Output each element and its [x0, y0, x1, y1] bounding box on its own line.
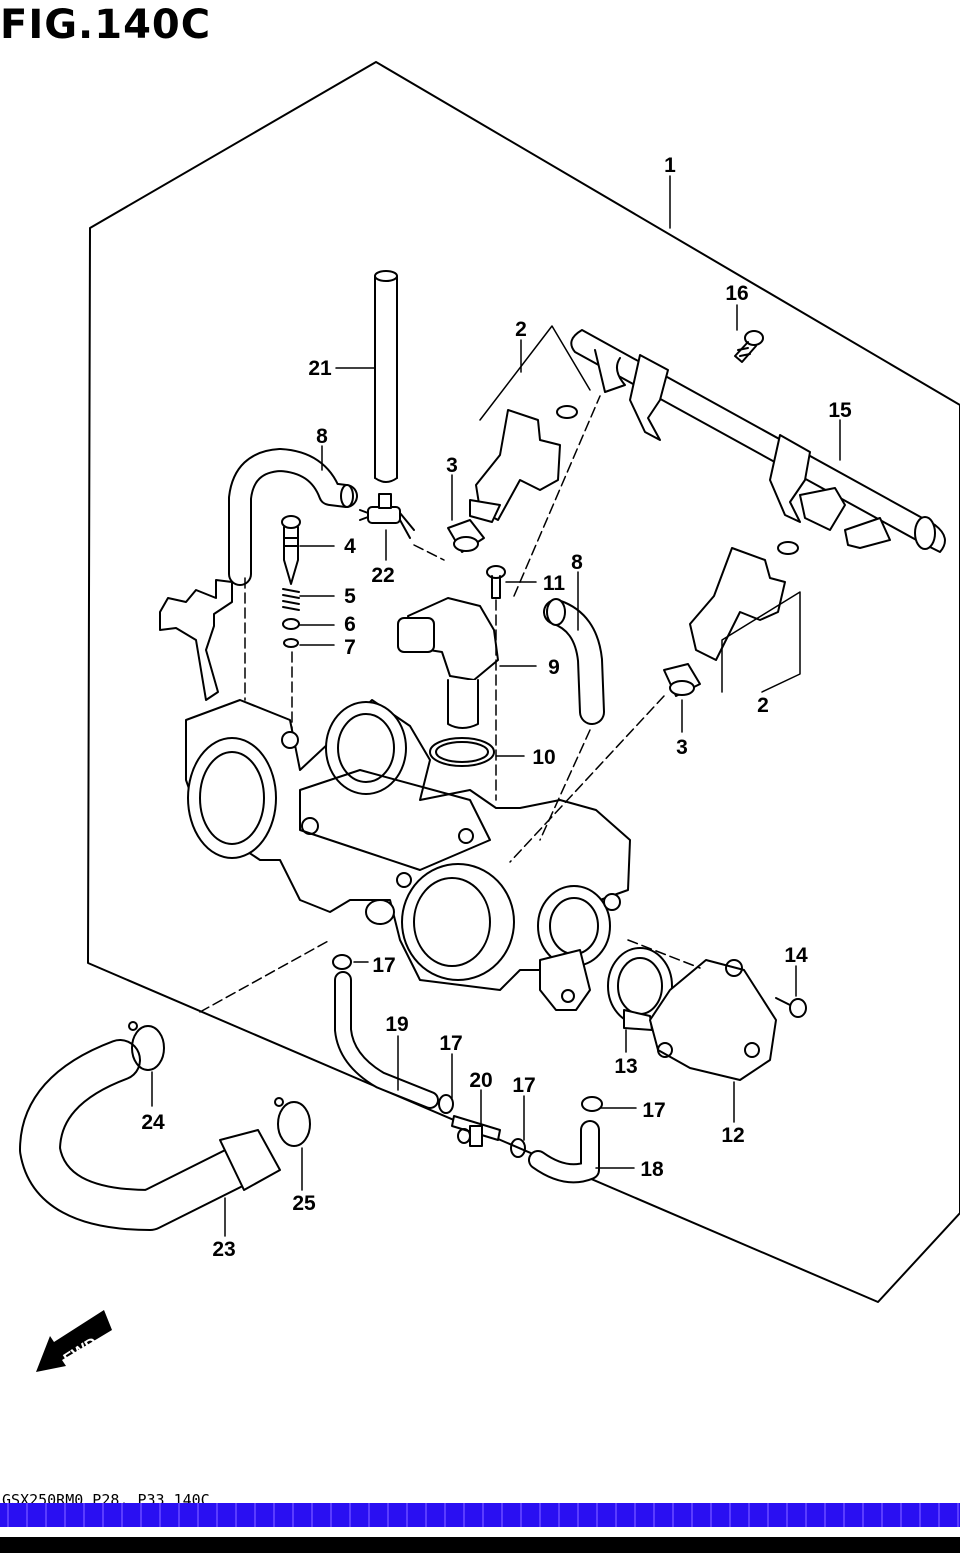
clamp-25: [277, 1101, 311, 1147]
callout-3: 3: [446, 454, 458, 477]
adaptor-13: [607, 947, 673, 1031]
callout-7: 7: [344, 636, 356, 659]
callout-23: 23: [212, 1238, 235, 1261]
hose-21: [374, 270, 398, 483]
callout-25: 25: [292, 1192, 316, 1215]
clip-17b: [438, 1094, 454, 1114]
callout-24: 24: [141, 1111, 165, 1134]
throttle-body: [185, 699, 631, 1011]
footer-bar: [0, 1503, 960, 1527]
figure-title: FIG.140C: [0, 2, 212, 48]
injector-2-upper: [469, 405, 578, 523]
callout-2: 2: [757, 694, 769, 717]
callout-13: 13: [614, 1055, 637, 1078]
assembly-outline: [87, 61, 960, 1303]
callout-17: 17: [642, 1099, 665, 1122]
callout-1: 1: [664, 154, 676, 177]
cap-3-lower: [663, 663, 701, 697]
callout-11: 11: [543, 572, 566, 595]
callout-9: 9: [548, 656, 560, 679]
bolt-16: [734, 330, 764, 363]
joint-20: [451, 1115, 501, 1147]
callout-8: 8: [316, 425, 328, 448]
sensor-9: [397, 597, 499, 729]
washer-6: [282, 618, 300, 630]
bracket-left: [159, 579, 233, 701]
union-22: [359, 493, 415, 539]
clip-17c: [510, 1138, 526, 1158]
callout-8: 8: [571, 551, 583, 574]
screw-14: [775, 997, 807, 1018]
callout-6: 6: [344, 613, 356, 636]
callout-18: 18: [640, 1158, 664, 1181]
callout-15: 15: [828, 399, 852, 422]
footer-stripe: [0, 1537, 960, 1553]
callout-21: 21: [308, 357, 332, 380]
oring-7: [283, 638, 299, 648]
callout-16: 16: [725, 282, 748, 305]
callout-17: 17: [512, 1074, 535, 1097]
callout-22: 22: [371, 564, 394, 587]
injector-2-lower: [689, 541, 799, 661]
callout-10: 10: [532, 746, 555, 769]
callout-5: 5: [344, 585, 356, 608]
callout-20: 20: [469, 1069, 492, 1092]
callout-12: 12: [721, 1124, 744, 1147]
callout-2: 2: [515, 318, 527, 341]
callout-4: 4: [344, 535, 356, 558]
clamp-24: [131, 1025, 165, 1071]
clip-17a: [332, 954, 352, 970]
callout-19: 19: [385, 1013, 408, 1036]
bolt-11: [486, 565, 506, 599]
callout-14: 14: [784, 944, 808, 967]
callout-3: 3: [676, 736, 688, 759]
cap-3-upper: [447, 519, 485, 553]
clip-17d: [581, 1096, 603, 1112]
fuel-rail-15: [570, 329, 946, 553]
screw-4: [281, 515, 301, 585]
oring-10: [429, 737, 495, 767]
fwd-arrow: FWD: [36, 1310, 112, 1372]
callout-17: 17: [372, 954, 395, 977]
cover-12: [649, 959, 777, 1081]
spring-5: [282, 588, 300, 611]
callout-17: 17: [439, 1032, 462, 1055]
